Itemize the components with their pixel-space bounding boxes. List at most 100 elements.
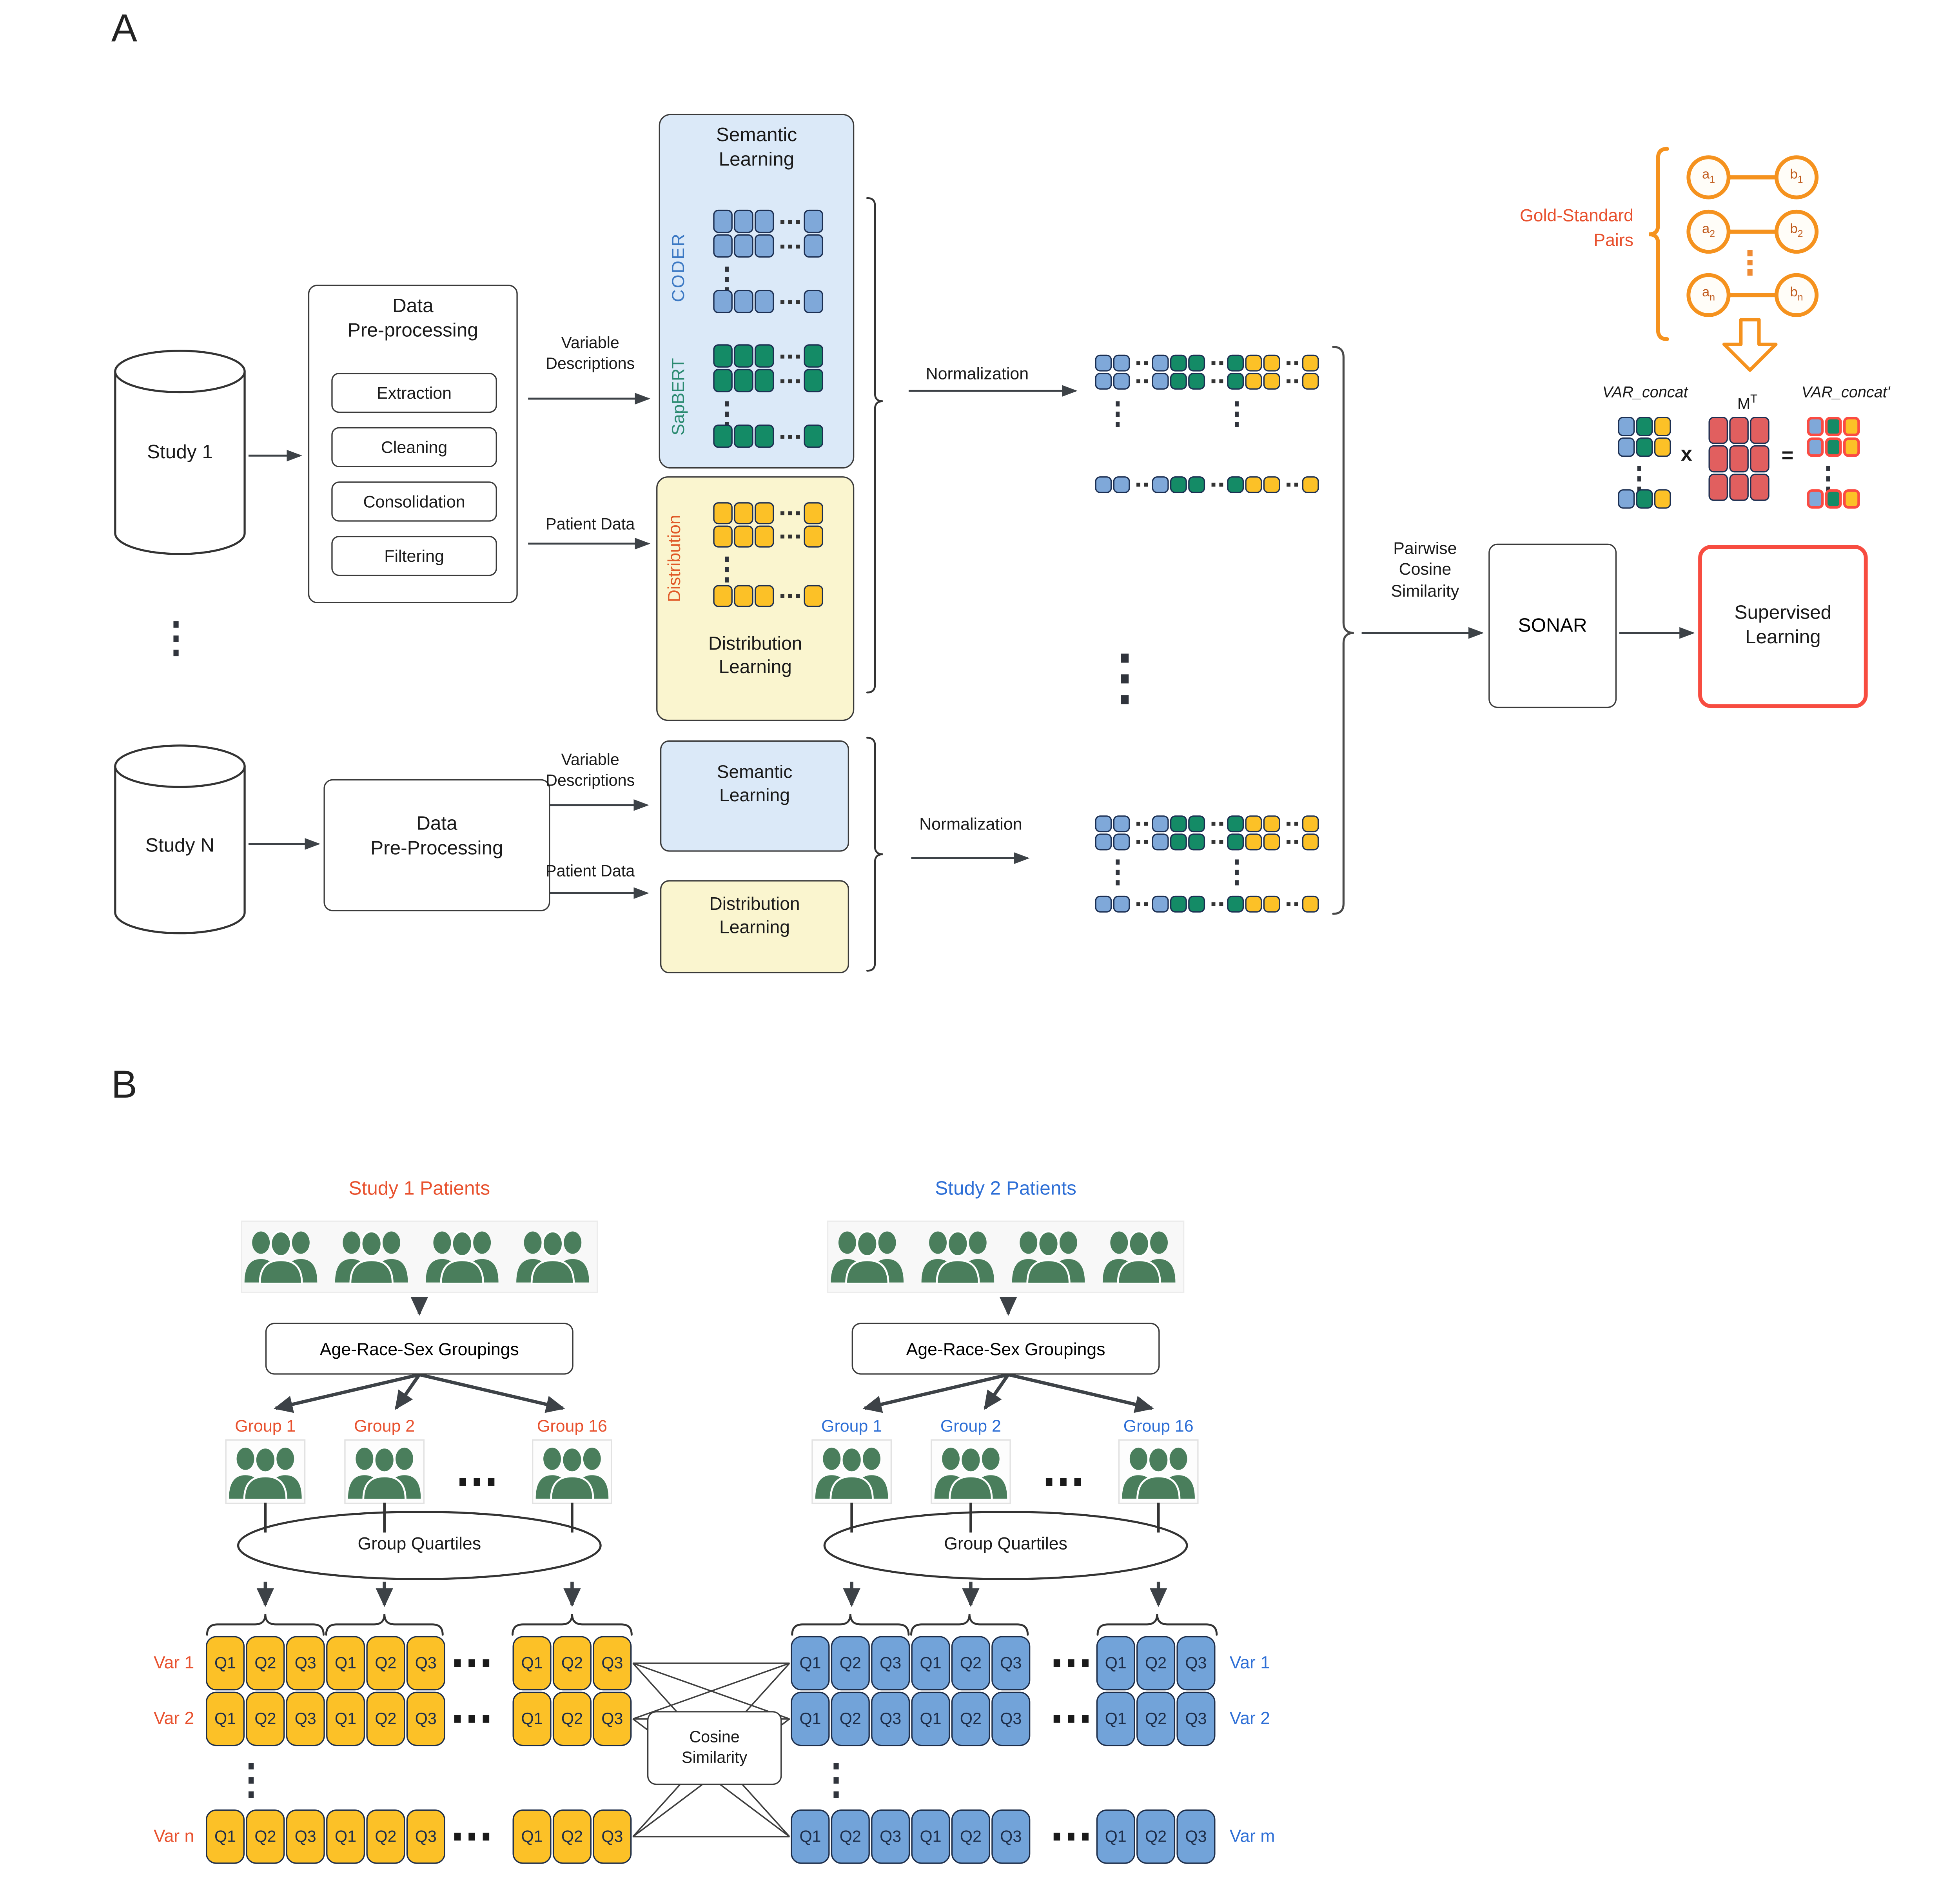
embedding-chip [1729,474,1749,501]
quartile-cell: Q3 [991,1636,1031,1691]
arrow [419,1373,565,1413]
embedding-chip [1302,833,1319,851]
embedding-chip [1807,437,1824,457]
step-extraction: Extraction [331,372,497,413]
brace [1332,346,1354,915]
var2-label-left: Var 2 [154,1708,194,1728]
distribution-rotated-label: Distribution [664,515,684,603]
embedding-chip [1263,476,1280,494]
quartile-cell: Q3 [286,1691,325,1746]
embedding-chip [1729,445,1749,473]
embedding-chip [755,502,774,524]
quartile-cell: Q1 [911,1691,950,1746]
studyN-cylinder [114,744,246,935]
group1-label-right: Group 1 [821,1416,882,1436]
brace [866,737,883,972]
embedding-chip [804,344,824,368]
embedding-chip [1302,815,1319,833]
embedding-chip [734,369,753,392]
quartile-cell: Q2 [831,1691,870,1746]
embedding-chip [734,425,753,448]
quartile-cell: Q2 [246,1691,285,1746]
sonar-box: SONAR [1488,543,1617,708]
quartile-cell: Q2 [951,1809,990,1864]
quartile-cell: Q1 [791,1691,830,1746]
embedding-chip [1843,437,1860,457]
embedding-chip [1188,833,1205,851]
gold-pair-label: b1 [1790,167,1803,185]
embedding-chip [1095,354,1112,372]
var-concat-prime-label: VAR_concat' [1801,383,1890,401]
age-race-sex-box-left: Age-Race-Sex Groupings [265,1323,573,1375]
quartile-cell: Q2 [246,1636,285,1691]
quartile-cell: Q3 [1176,1636,1216,1691]
embedding-chip [1245,372,1262,390]
embedding-chip [1113,372,1130,390]
quartile-cell: Q2 [1136,1691,1176,1746]
quartile-cell: Q3 [286,1809,325,1864]
quartile-cell: Q1 [206,1809,245,1864]
gold-pair-label: a2 [1702,221,1715,240]
embedding-chip [1170,354,1187,372]
embedding-chip [1825,489,1842,509]
arrow [1008,1373,1154,1413]
embedding-chip [755,369,774,392]
var-concat-label: VAR_concat [1602,383,1688,401]
quartile-cell: Q3 [1176,1809,1216,1864]
embedding-chip [734,585,753,607]
gold-pair-circles [1686,155,1819,317]
embedding-chip [713,344,733,368]
embedding-chip [1654,489,1671,509]
embedding-chip [1113,476,1130,494]
brace [1649,147,1669,341]
embedding-chip [1170,833,1187,851]
embedding-chip [734,525,753,548]
ellipsis-groups-right [1042,1478,1085,1486]
study2-patients-title: Study 2 Patients [935,1178,1076,1200]
panel-b-label: B [111,1064,138,1107]
quartile-cell: Q1 [791,1809,830,1864]
brace [866,197,883,693]
ellipsis-normalized-rows [1121,642,1129,716]
embedding-chip [804,425,824,448]
gold-down-arrow [1722,318,1778,372]
embedding-chip [1095,815,1112,833]
group2-label-right: Group 2 [940,1416,1001,1436]
embedding-chip [1654,417,1671,436]
embedding-chip [755,290,774,314]
quartile-cell: Q2 [552,1691,592,1746]
quartile-cell: Q2 [831,1636,870,1691]
embedding-chip [734,234,753,258]
quartile-cell: Q3 [593,1636,632,1691]
patient-data-label-1: Patient Data [546,515,635,534]
group16-label-left: Group 16 [537,1416,607,1436]
embedding-chip [713,234,733,258]
embedding-chip [1188,372,1205,390]
coder-label: CODER [668,232,688,302]
quartile-cell: Q1 [1096,1691,1135,1746]
brace [910,1614,1029,1636]
embedding-chip [713,525,733,548]
embedding-chip [804,585,824,607]
embedding-chip [1807,417,1824,436]
embedding-chip [1227,476,1244,494]
embedding-chip [1843,489,1860,509]
panel-a-label: A [111,7,138,51]
embedding-chip [1708,417,1728,444]
quartile-cell: Q3 [871,1636,910,1691]
quartile-cell: Q2 [366,1691,405,1746]
var2-label-right: Var 2 [1229,1708,1270,1728]
study1-patients-title: Study 1 Patients [348,1178,490,1200]
gold-pair-label: an [1702,285,1715,303]
embedding-chip [1113,354,1130,372]
semantic-learning-box-2 [660,740,849,852]
embedding-chip [1263,372,1280,390]
patient-data-label-2: Patient Data [546,862,635,880]
embedding-chip [1170,372,1187,390]
embedding-chip [734,290,753,314]
embedding-chip [1636,437,1653,457]
